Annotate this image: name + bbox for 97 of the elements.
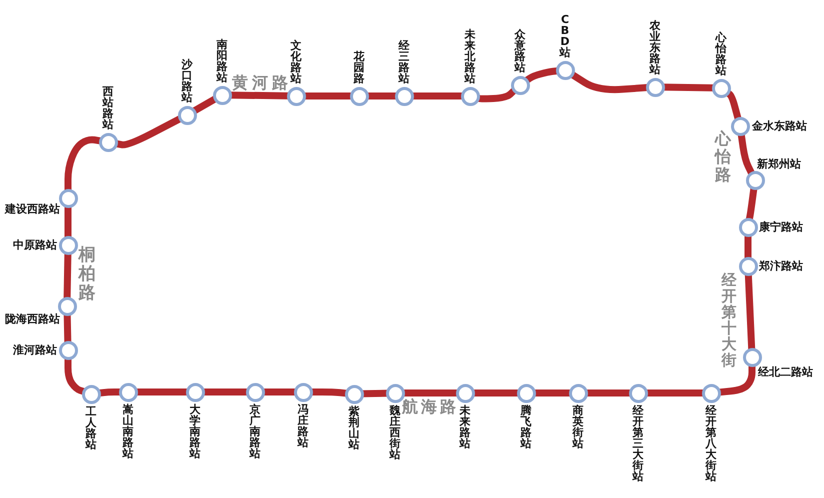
track-line: [744, 234, 752, 258]
station-name: 文化路站: [290, 40, 302, 84]
station-name: 花园路: [353, 51, 365, 84]
track-line: [534, 390, 570, 396]
station-circle: [730, 116, 750, 136]
station-name: 工人路站: [85, 406, 97, 450]
track-line: [262, 388, 296, 396]
track-line: [361, 390, 388, 398]
track-line: [310, 388, 347, 397]
street-name: 桐柏路: [78, 246, 96, 303]
station-circle: [456, 384, 474, 402]
track-line: [114, 115, 182, 148]
track-line: [725, 90, 742, 120]
station-name: 陇海西路站: [5, 314, 60, 324]
station-circle: [556, 60, 574, 80]
track-line: [662, 84, 714, 92]
station-circle: [394, 86, 414, 106]
station-circle: [628, 384, 648, 402]
station-name: 紫荆山站: [348, 406, 360, 450]
station-name: 京广南路站: [249, 404, 261, 459]
station-name: 魏庄西街站: [389, 405, 401, 460]
station-name: 未来北路站: [464, 29, 476, 84]
street-name: 心怡路: [714, 130, 732, 184]
station-circle: [82, 384, 100, 404]
track-line: [646, 390, 704, 396]
track-line: [586, 390, 630, 396]
track-line: [64, 313, 72, 343]
station-name: 康宁路站: [759, 222, 803, 232]
track-line: [524, 67, 558, 84]
track-line: [192, 96, 218, 114]
track-line: [746, 186, 758, 220]
street-name: 航海路: [402, 399, 459, 415]
station-name: 南阳路站: [216, 39, 228, 83]
station-name: 腾飞路站: [520, 405, 532, 449]
station-circle: [246, 382, 264, 402]
station-name: 经三路站: [398, 40, 410, 84]
track-line: [718, 364, 756, 396]
station-circle: [58, 188, 78, 208]
station-circle: [460, 86, 480, 106]
track-line: [98, 388, 120, 397]
station-circle: [118, 382, 138, 402]
station-circle: [178, 106, 196, 124]
track-line: [64, 358, 85, 395]
station-circle: [98, 132, 118, 152]
station-name: 经开第八大街站: [705, 405, 717, 482]
station-name: 中原路站: [13, 240, 57, 250]
station-name: 西站路站: [102, 86, 114, 130]
station-circle: [646, 78, 664, 96]
station-name: 经开第三大街站: [632, 405, 644, 482]
station-circle: [738, 218, 758, 236]
station-name: 沙口路站: [181, 59, 193, 103]
track-line: [738, 132, 755, 175]
track-line: [64, 136, 102, 190]
station-circle: [294, 382, 312, 402]
track-line: [64, 252, 72, 299]
station-circle: [510, 76, 530, 94]
track-line: [744, 273, 756, 350]
station-circle: [712, 78, 730, 98]
station-name: CBD站: [559, 14, 571, 58]
street-name: 经开第十大街: [721, 272, 737, 368]
station-name: 众意路站: [514, 29, 526, 73]
station-name: 新郑州站: [757, 158, 801, 170]
station-name: 建设西路站: [5, 204, 60, 214]
station-name: 大学南路站: [189, 404, 201, 459]
station-circle: [738, 256, 758, 276]
station-name: 淮河路站: [13, 344, 57, 356]
track-line: [366, 92, 396, 100]
station-name: 心怡路站: [715, 32, 727, 76]
station-circle: [516, 384, 536, 402]
track-line: [202, 388, 248, 396]
station-name: 商英街站: [572, 405, 584, 449]
station-name: 冯庄路站: [297, 404, 309, 448]
station-circle: [344, 384, 364, 404]
station-name: 未来路站: [459, 405, 471, 449]
station-name: 嵩山南路站: [122, 404, 134, 459]
station-circle: [186, 382, 204, 402]
track-line: [569, 71, 648, 94]
station-circle: [702, 384, 720, 402]
track-line: [136, 388, 188, 396]
station-circle: [212, 86, 232, 104]
station-circle: [742, 348, 762, 366]
station-name: 郑汴路站: [759, 260, 803, 272]
station-circle: [746, 170, 764, 190]
track-line: [229, 92, 289, 100]
station-name: 金水东路站: [752, 120, 807, 132]
station-name: 农业东路站: [649, 20, 661, 75]
station-circle: [58, 236, 78, 254]
track-line: [402, 390, 458, 396]
station-circle: [58, 340, 78, 360]
track-line: [472, 390, 518, 396]
station-circle: [350, 86, 368, 106]
station-circle: [286, 86, 306, 106]
station-circle: [568, 384, 588, 402]
track-line: [412, 92, 462, 100]
station-name: 经北二路站: [758, 366, 813, 378]
track-line: [64, 206, 72, 238]
track-line: [304, 92, 352, 100]
